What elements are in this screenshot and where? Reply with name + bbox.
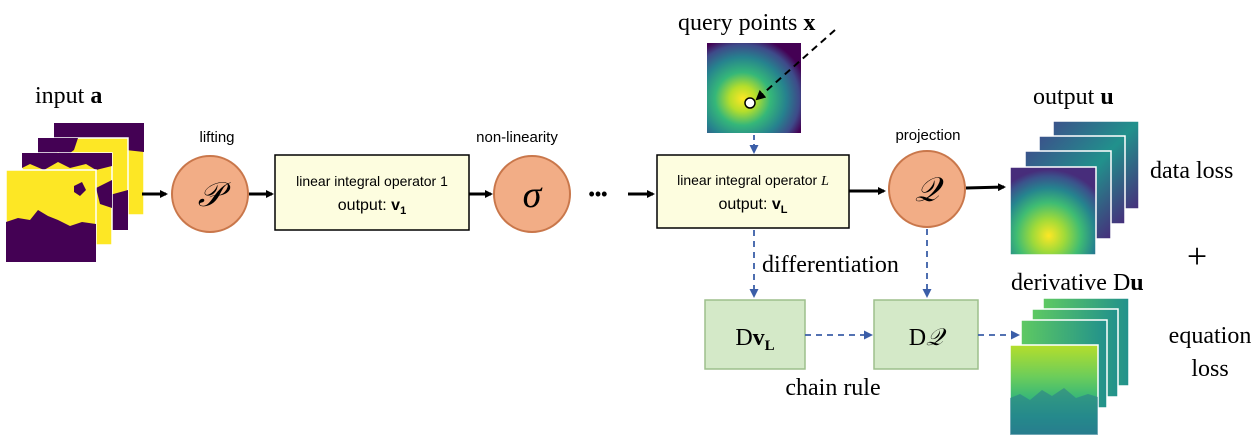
data-loss-label: data loss [1150, 158, 1233, 184]
linear-integral-operator-1-block [274, 154, 470, 231]
op1-output: output: v1 [338, 197, 406, 217]
nonlinearity-label: non-linearity [476, 129, 558, 146]
derivative-label: derivative Du [1011, 270, 1144, 296]
linear-integral-operator-L-block [656, 154, 850, 229]
query-points-label: query points x [678, 10, 815, 36]
ellipsis: ••• [589, 184, 608, 204]
differentiation-label: differentiation [762, 252, 899, 278]
input-function-stack [5, 122, 145, 263]
opL-output: output: vL [718, 196, 787, 216]
query-pointer-arrow [755, 29, 836, 101]
projection-label: projection [895, 127, 960, 144]
equation-loss-label-line2: loss [1191, 356, 1228, 382]
op1-title: linear integral operator 1 [296, 173, 448, 189]
input-label: input a [35, 83, 102, 109]
lifting-label: lifting [199, 129, 234, 146]
chain-rule-label: chain rule [785, 375, 880, 401]
arrow-projection-to-output [965, 183, 1006, 192]
output-function-stack [1009, 120, 1140, 256]
output-label: output u [1033, 84, 1114, 110]
derivative-vL-text: DvL [735, 325, 774, 354]
derivative-Q-block [873, 299, 979, 370]
nonlinearity-node [493, 155, 571, 233]
opL-title: linear integral operator L [677, 172, 829, 189]
lifting-operator-node [171, 155, 249, 233]
input-sample-1 [5, 169, 97, 263]
plus-sign: + [1187, 236, 1207, 276]
derivative-sample-1 [1009, 344, 1099, 436]
query-point-marker [744, 97, 756, 109]
output-sample-1 [1009, 166, 1097, 256]
derivative-Q-text: D𝒬 [909, 325, 947, 351]
projection-operator-node [888, 150, 966, 228]
query-points-heatmap [707, 43, 801, 133]
sigma-symbol: σ [523, 174, 543, 216]
equation-loss-label-line1: equation [1169, 323, 1252, 349]
derivative-function-stack [1009, 297, 1130, 436]
